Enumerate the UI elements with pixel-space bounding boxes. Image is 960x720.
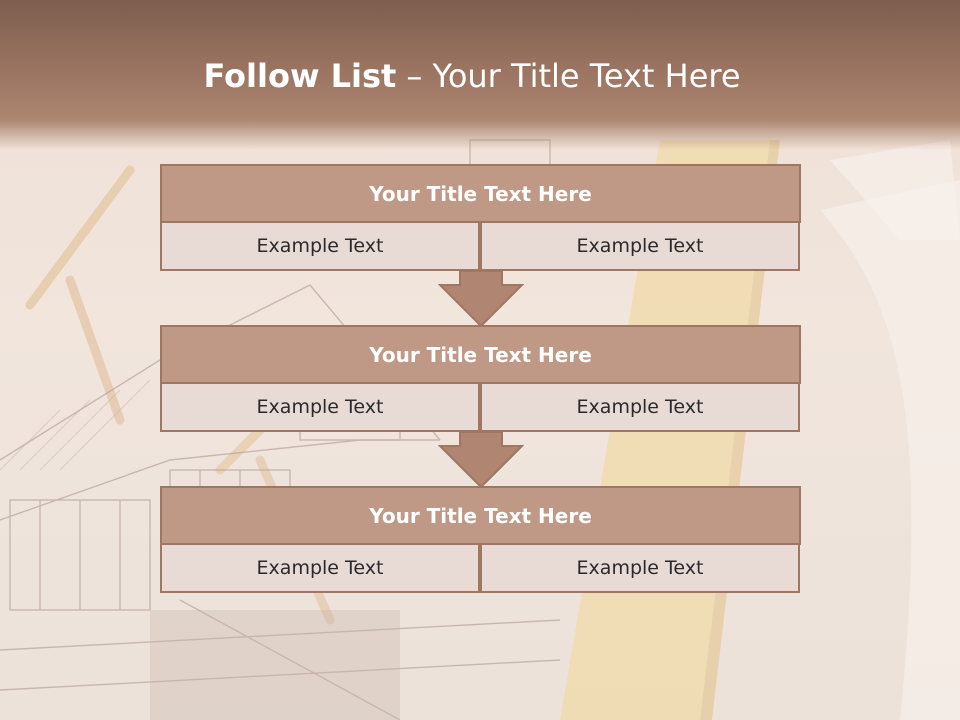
step-1-title: Your Title Text Here	[160, 164, 801, 223]
title-bold-part: Follow List	[203, 57, 397, 95]
down-arrow-icon-1	[438, 270, 524, 328]
step-2-title: Your Title Text Here	[160, 325, 801, 384]
step-3-right-text: Example Text	[480, 543, 800, 593]
down-arrow-icon-2	[438, 431, 524, 489]
title-rest-part: – Your Title Text Here	[406, 57, 741, 95]
title-band	[0, 0, 960, 150]
slide-title: Follow List– Your Title Text Here	[0, 56, 944, 96]
step-1-left-text: Example Text	[160, 221, 480, 271]
step-box-3: Your Title Text Here Example Text Exampl…	[160, 486, 801, 593]
step-1-right-text: Example Text	[480, 221, 800, 271]
step-2-right-text: Example Text	[480, 382, 800, 432]
step-2-left-text: Example Text	[160, 382, 480, 432]
step-3-left-text: Example Text	[160, 543, 480, 593]
step-box-2: Your Title Text Here Example Text Exampl…	[160, 325, 801, 432]
step-box-1: Your Title Text Here Example Text Exampl…	[160, 164, 801, 271]
step-3-title: Your Title Text Here	[160, 486, 801, 545]
